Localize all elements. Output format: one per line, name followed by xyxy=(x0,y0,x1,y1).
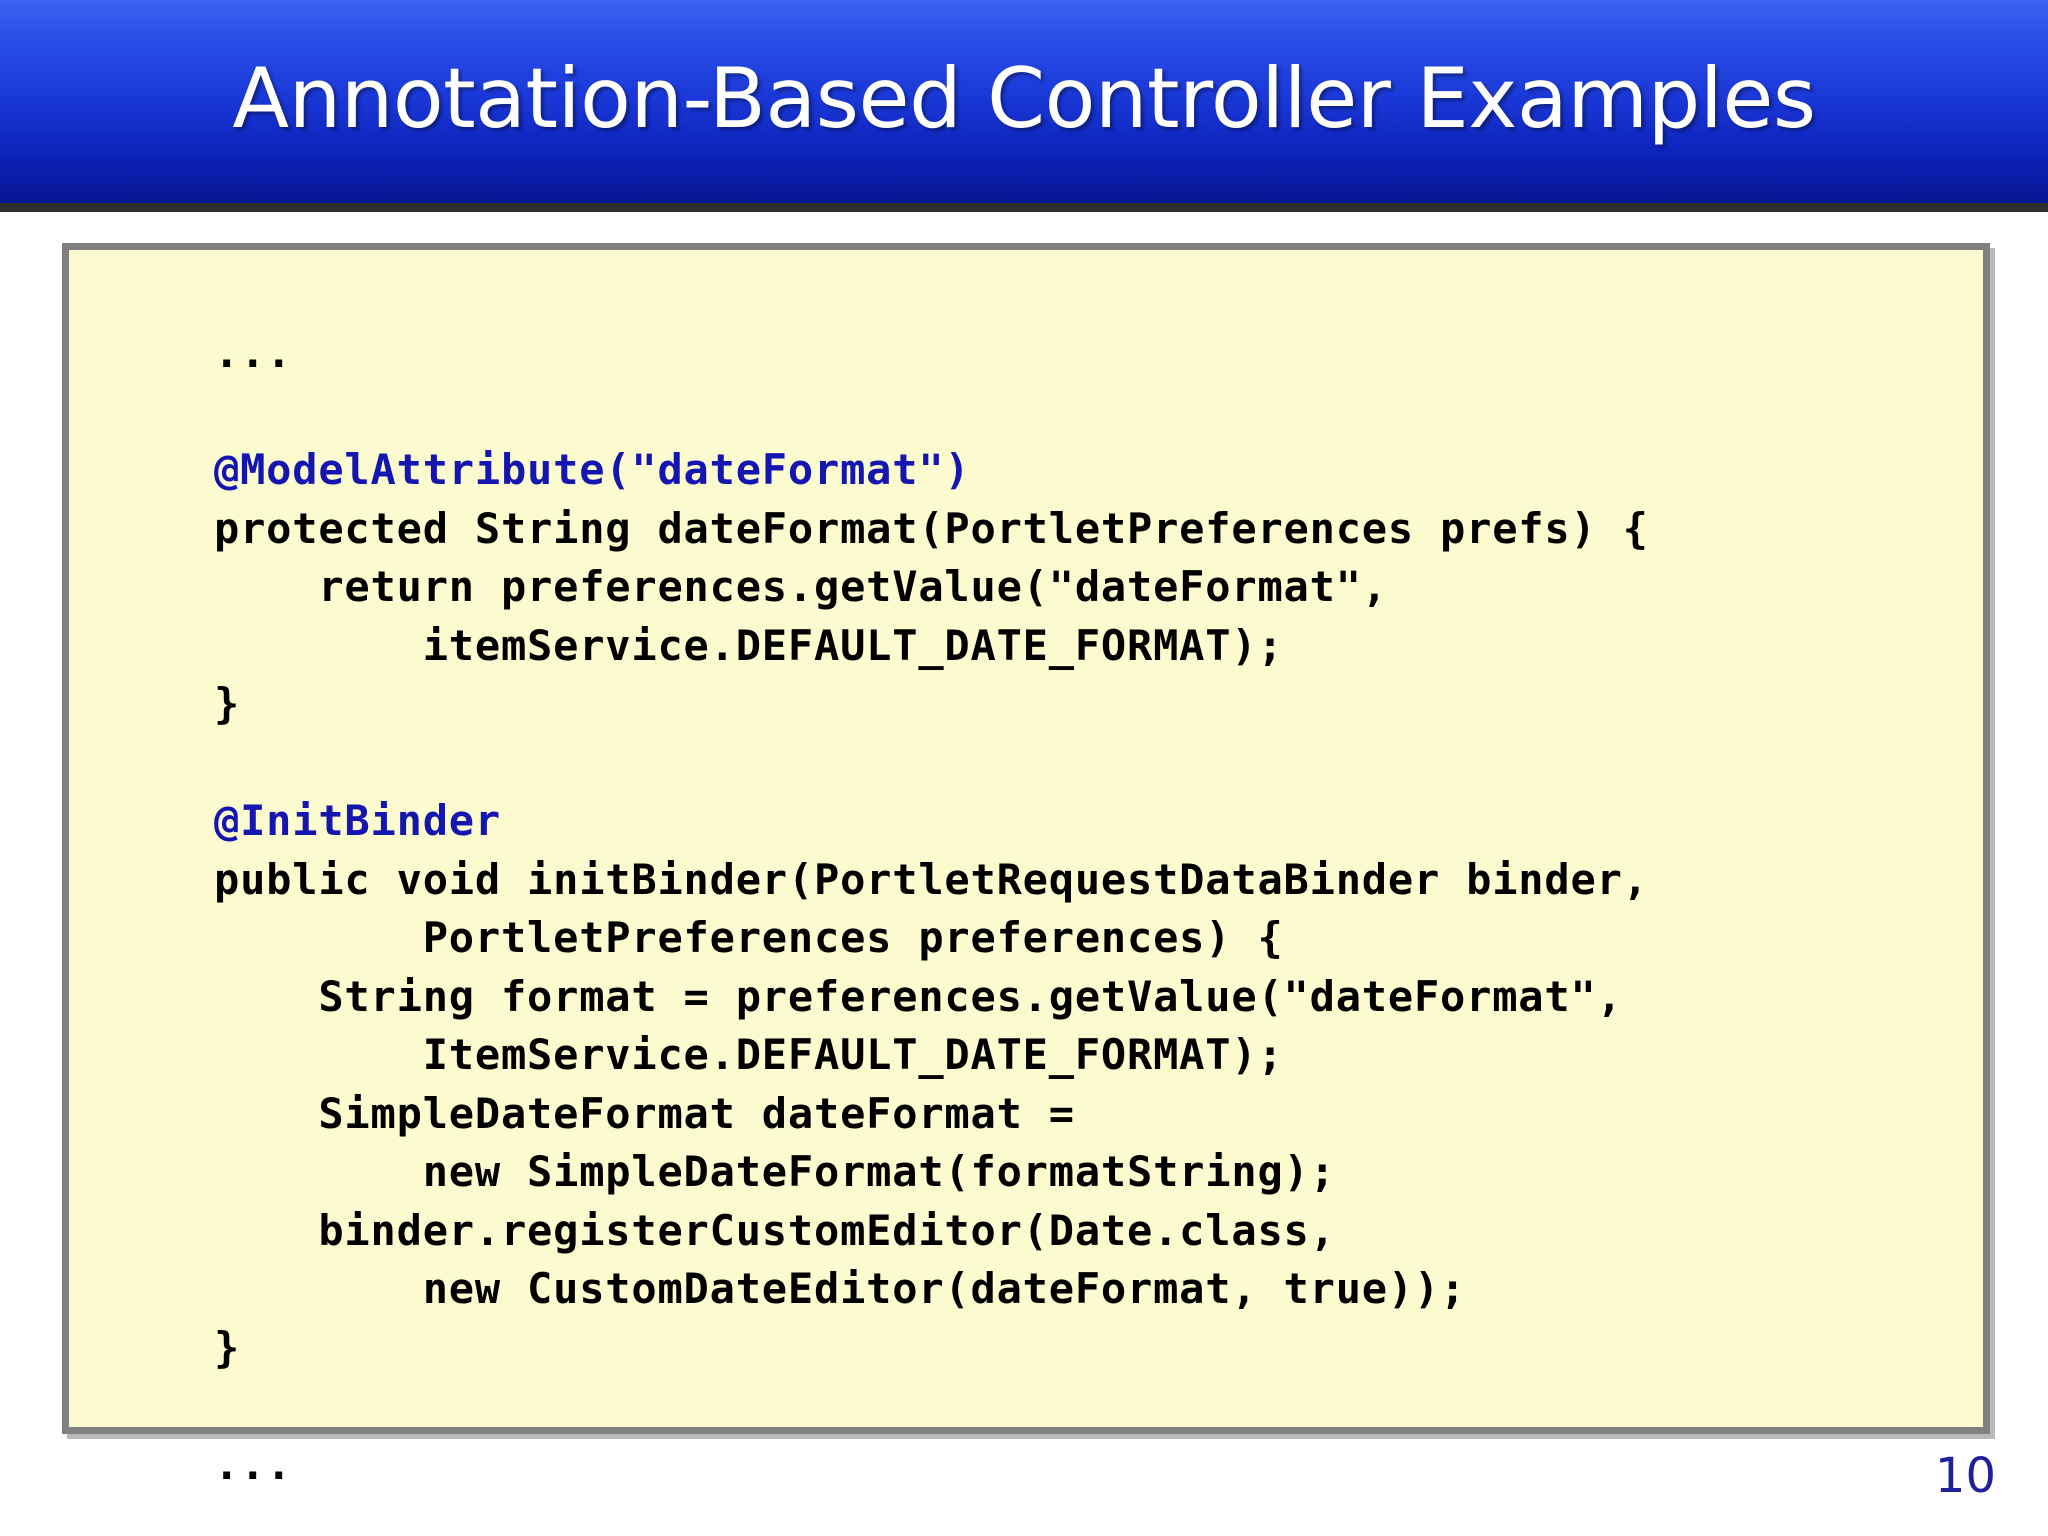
slide-page-number: 10 xyxy=(1934,1448,1996,1504)
code-line: new SimpleDateFormat(formatString); xyxy=(214,1147,1336,1196)
code-block-panel: ... @ModelAttribute("dateFormat") protect… xyxy=(62,243,1990,1489)
code-line: new CustomDateEditor(dateFormat, true)); xyxy=(214,1264,1467,1313)
code-line: } xyxy=(214,1322,241,1372)
code-line: ItemService.DEFAULT_DATE_FORMAT); xyxy=(214,1030,1284,1079)
code-line: @InitBinder xyxy=(214,796,501,845)
page-title: Annotation-Based Controller Examples xyxy=(232,50,1816,147)
code-line: itemService.DEFAULT_DATE_FORMAT); xyxy=(214,620,1284,670)
code-line xyxy=(214,734,1649,793)
title-divider xyxy=(0,203,2048,212)
code-line: String format = preferences.getValue("da… xyxy=(214,971,1623,1021)
code-line: return preferences.getValue("dateFormat"… xyxy=(214,562,1388,611)
code-line: } xyxy=(214,679,241,728)
code-line: public void initBinder(PortletRequestDat… xyxy=(214,854,1649,904)
slide-title-bar: Annotation-Based Controller Examples xyxy=(0,0,2048,203)
code-line: SimpleDateFormat dateFormat = xyxy=(214,1088,1075,1138)
code-line xyxy=(214,383,1649,442)
code-line xyxy=(214,1377,1649,1436)
code-line: binder.registerCustomEditor(Date.class, xyxy=(214,1205,1336,1255)
code-listing: ... @ModelAttribute("dateFormat") protect… xyxy=(214,324,1649,1494)
code-line: ... xyxy=(214,1439,293,1489)
code-line: ... xyxy=(214,328,293,377)
code-line: PortletPreferences preferences) { xyxy=(214,913,1284,962)
code-line: protected String dateFormat(PortletPrefe… xyxy=(214,503,1649,553)
code-line: @ModelAttribute("dateFormat") xyxy=(214,445,971,494)
